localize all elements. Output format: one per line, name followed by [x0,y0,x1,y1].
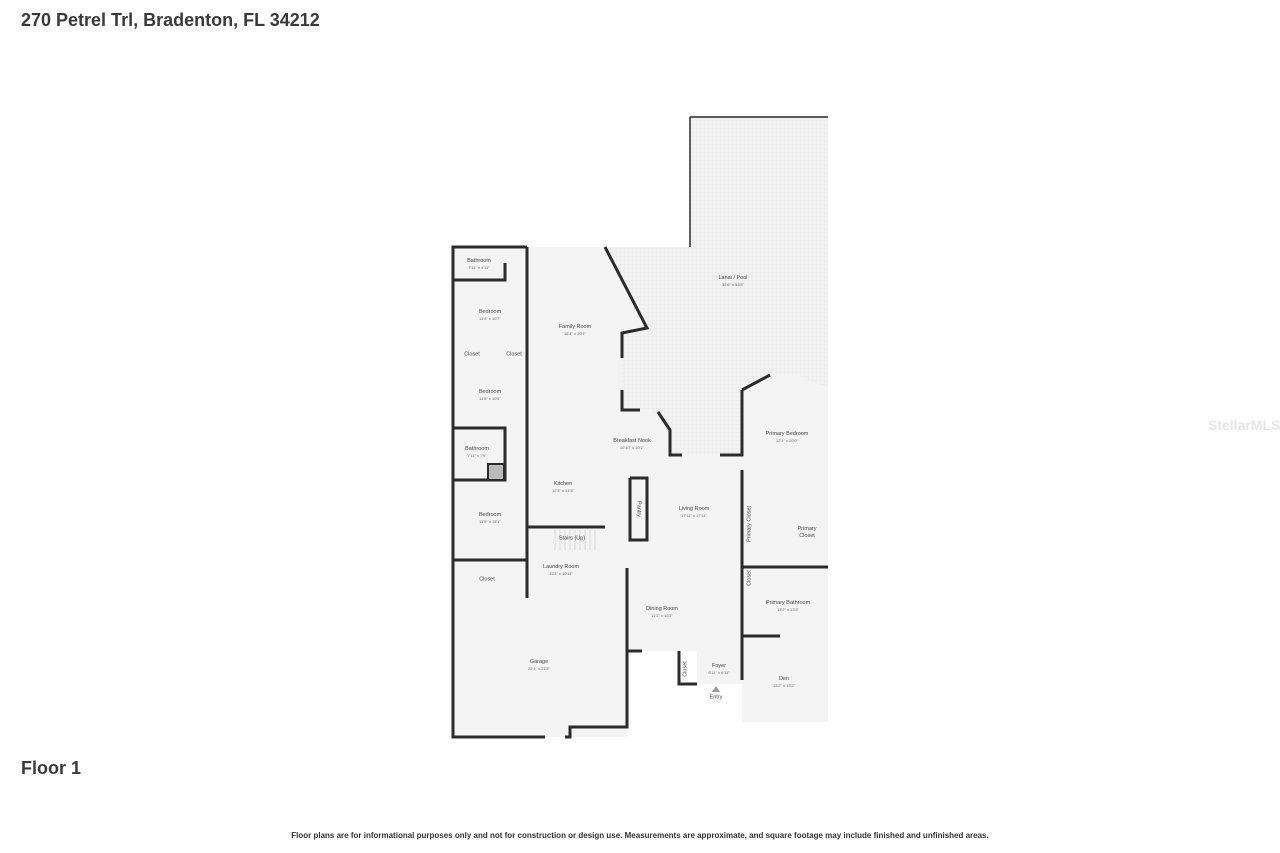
room-closet-3: Closet [479,576,495,583]
entry-arrow-icon [712,686,720,692]
interior-floor [453,247,828,737]
room-closet-2: Closet [506,351,522,358]
stairs-up: Stairs (Up) [558,535,586,542]
room-pantry: Pantry [635,501,642,517]
entry-label: Entry [709,694,723,701]
floor-label: Floor 1 [21,758,82,778]
room-closet-5: Closet [682,661,689,677]
room-closet-4: Closet [746,570,753,586]
stairs [554,530,596,550]
room-closet-1: Closet [464,351,480,358]
walls [451,116,828,739]
room-primary-closet-1: Primary Closet [746,505,753,543]
disclaimer: Floor plans are for informational purpos… [291,831,989,840]
room-primary-closet-2: Primary Closet [797,526,817,539]
lanai-floor [605,117,828,455]
watermark-logo: StellarMLS [1208,417,1280,433]
address-title: 270 Petrel Trl, Bradenton, FL 34212 [21,10,320,30]
shower-fixture [487,463,505,481]
